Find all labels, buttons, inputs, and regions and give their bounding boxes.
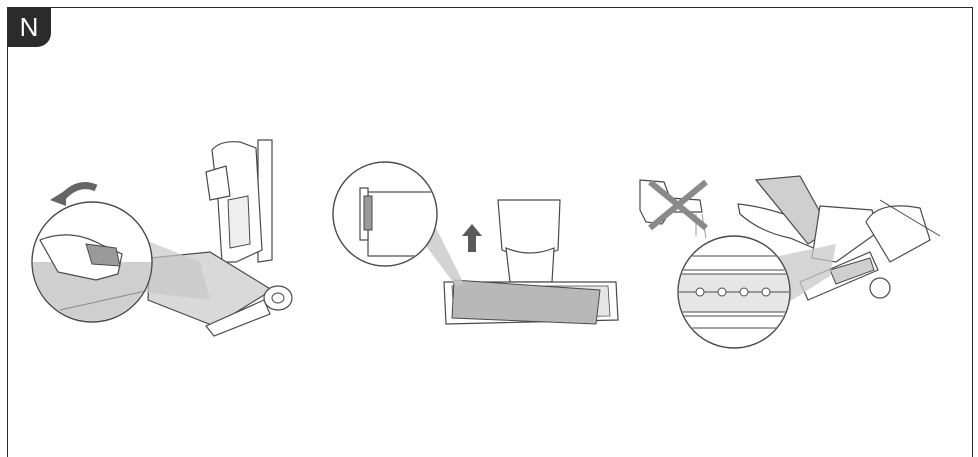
wipe-brush-no-water-illustration	[0, 0, 978, 457]
manual-page: N	[0, 0, 978, 457]
